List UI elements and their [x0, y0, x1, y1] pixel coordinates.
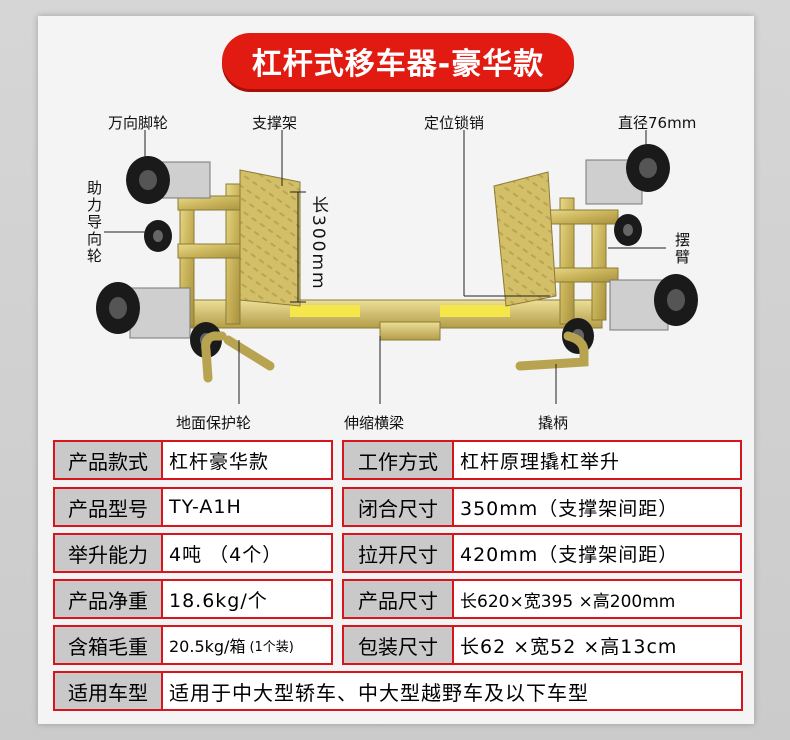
- spec-row-product-size: 产品尺寸 长620×宽395 ×高200mm: [342, 579, 742, 619]
- caster-wheel-bottom-left: [96, 282, 191, 339]
- label-lock-pin: 定位锁销: [424, 114, 485, 132]
- spec-value: 长62 ×宽52 ×高13cm: [460, 635, 678, 658]
- spec-key: 包装尺寸: [344, 627, 454, 663]
- label-ground-wheel: 地面保护轮: [176, 414, 252, 432]
- label-beam: 伸缩横梁: [344, 414, 405, 432]
- label-swing-arm: 摆臂: [673, 232, 691, 266]
- spec-value: 350mm（支撑架间距）: [460, 497, 679, 520]
- spec-key: 闭合尺寸: [344, 489, 454, 525]
- spec-value: TY-A1H: [169, 496, 242, 518]
- page-title: 杠杆式移车器-豪华款: [222, 33, 574, 89]
- caster-wheel-top-left: [126, 156, 211, 204]
- spec-row-style: 产品款式 杠杆豪华款: [53, 440, 333, 480]
- spec-value: 杠杆豪华款: [169, 450, 270, 473]
- left-support-plate: [239, 169, 301, 307]
- left-pry-handle: [201, 331, 227, 383]
- caster-wheel-bottom-right: [609, 274, 698, 331]
- right-support-plate: [493, 171, 557, 307]
- spec-value: 420mm（支撑架间距）: [460, 543, 679, 566]
- caster-wheel-top-right: [585, 144, 670, 205]
- spec-key: 产品型号: [55, 489, 163, 525]
- spec-key: 举升能力: [55, 535, 163, 571]
- spec-value: 长620×宽395 ×高200mm: [460, 591, 676, 612]
- spec-row-closed-size: 闭合尺寸 350mm（支撑架间距）: [342, 487, 742, 527]
- spec-key: 适用车型: [55, 673, 163, 709]
- spec-row-gross-weight: 含箱毛重 20.5kg/箱 (1个装): [53, 625, 333, 665]
- spec-note: (1个装): [249, 639, 294, 655]
- spec-key: 产品尺寸: [344, 581, 454, 617]
- right-pry-handle: [515, 331, 589, 371]
- spec-value: 4吨 （4个）: [169, 543, 283, 566]
- spec-key: 拉开尺寸: [344, 535, 454, 571]
- label-length: 长300mm: [308, 196, 328, 291]
- spec-key: 产品净重: [55, 581, 163, 617]
- guide-wheel-right: [614, 214, 642, 246]
- label-frame: 支撑架: [252, 114, 298, 132]
- spec-row-package-size: 包装尺寸 长62 ×宽52 ×高13cm: [342, 625, 742, 665]
- spec-key: 工作方式: [344, 442, 454, 478]
- spec-value: 杠杆原理撬杠举升: [460, 450, 621, 473]
- spec-row-method: 工作方式 杠杆原理撬杠举升: [342, 440, 742, 480]
- label-diameter: 直径76mm: [618, 114, 697, 132]
- spec-value: 20.5kg/箱: [169, 637, 246, 656]
- spec-row-capacity: 举升能力 4吨 （4个）: [53, 533, 333, 573]
- label-handle: 撬柄: [538, 414, 569, 432]
- label-guide-wheel: 助力导向轮: [85, 180, 103, 265]
- product-diagram: [96, 130, 698, 404]
- spec-row-applicable-vehicles: 适用车型 适用于中大型轿车、中大型越野车及以下车型: [53, 671, 743, 711]
- spec-row-open-size: 拉开尺寸 420mm（支撑架间距）: [342, 533, 742, 573]
- spec-key: 产品款式: [55, 442, 163, 478]
- spec-key: 含箱毛重: [55, 627, 163, 663]
- spec-value: 适用于中大型轿车、中大型越野车及以下车型: [169, 680, 589, 705]
- spec-row-model: 产品型号 TY-A1H: [53, 487, 333, 527]
- guide-wheel-left: [144, 220, 172, 252]
- label-caster: 万向脚轮: [108, 114, 169, 132]
- spec-value: 18.6kg/个: [169, 589, 268, 612]
- spec-row-net-weight: 产品净重 18.6kg/个: [53, 579, 333, 619]
